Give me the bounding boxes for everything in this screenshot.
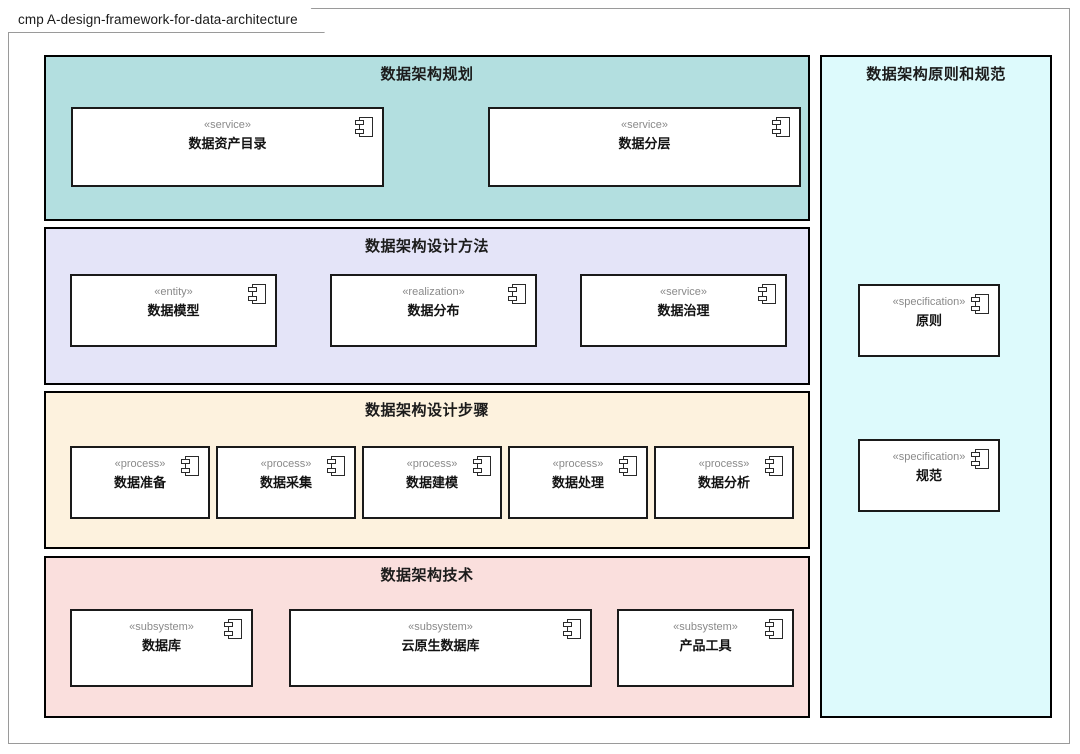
component-stereotype: «process» — [698, 458, 750, 470]
component-product-tools[interactable]: «subsystem» 产品工具 — [617, 609, 794, 687]
uml-component-icon — [619, 456, 637, 476]
uml-component-icon — [355, 117, 373, 137]
component-data-processing[interactable]: «process» 数据处理 — [508, 446, 648, 519]
component-data-model[interactable]: «entity» 数据模型 — [70, 274, 277, 347]
component-name: 规范 — [915, 468, 942, 483]
group-design-steps[interactable]: 数据架构设计步骤 «process» 数据准备 «process» 数据采集 «… — [44, 391, 810, 549]
component-stereotype: «process» — [260, 458, 312, 470]
uml-component-icon — [224, 619, 242, 639]
component-name: 数据准备 — [113, 475, 166, 490]
component-stereotype: «specification» — [892, 296, 966, 308]
component-name: 数据治理 — [657, 303, 710, 318]
component-data-governance[interactable]: «service» 数据治理 — [580, 274, 787, 347]
uml-component-icon — [971, 294, 989, 314]
group-planning[interactable]: 数据架构规划 «service» 数据资产目录 «service» 数据分层 — [44, 55, 810, 221]
component-name: 数据处理 — [551, 475, 604, 490]
component-name: 数据分布 — [407, 303, 460, 318]
component-stereotype: «service» — [659, 286, 708, 298]
component-stereotype: «entity» — [154, 286, 193, 298]
component-data-collection[interactable]: «process» 数据采集 — [216, 446, 356, 519]
component-data-distribution[interactable]: «realization» 数据分布 — [330, 274, 537, 347]
component-principles[interactable]: «specification» 原则 — [858, 284, 1000, 357]
group-technology[interactable]: 数据架构技术 «subsystem» 数据库 «subsystem» 云原生数据… — [44, 556, 810, 718]
group-principles-and-standards[interactable]: 数据架构原则和规范 «specification» 原则 «specificat… — [820, 55, 1052, 718]
component-standards[interactable]: «specification» 规范 — [858, 439, 1000, 512]
component-stereotype: «service» — [203, 119, 252, 131]
uml-component-icon — [765, 456, 783, 476]
uml-component-icon — [248, 284, 266, 304]
diagram-title-tab: cmp A-design-framework-for-data-architec… — [8, 8, 325, 33]
component-stereotype: «process» — [552, 458, 604, 470]
component-name: 数据模型 — [147, 303, 200, 318]
component-name: 数据资产目录 — [188, 136, 267, 151]
group-design-steps-title: 数据架构设计步骤 — [364, 402, 489, 419]
component-stereotype: «subsystem» — [129, 621, 194, 633]
component-data-asset-catalog[interactable]: «service» 数据资产目录 — [71, 107, 384, 187]
component-name: 数据分层 — [618, 136, 671, 151]
component-name: 原则 — [915, 313, 942, 328]
component-name: 数据库 — [141, 638, 181, 653]
group-principles-and-standards-title: 数据架构原则和规范 — [866, 66, 1006, 83]
uml-component-icon — [772, 117, 790, 137]
uml-component-icon — [181, 456, 199, 476]
component-data-preparation[interactable]: «process» 数据准备 — [70, 446, 210, 519]
group-technology-title: 数据架构技术 — [380, 567, 474, 584]
component-name: 数据建模 — [405, 475, 458, 490]
component-name: 数据采集 — [259, 475, 312, 490]
group-design-method[interactable]: 数据架构设计方法 «entity» 数据模型 «realization» 数据分… — [44, 227, 810, 385]
group-planning-title: 数据架构规划 — [380, 66, 474, 83]
component-stereotype: «subsystem» — [673, 621, 738, 633]
uml-component-icon — [327, 456, 345, 476]
component-data-modeling[interactable]: «process» 数据建模 — [362, 446, 502, 519]
diagram-title-text: cmp A-design-framework-for-data-architec… — [18, 12, 298, 28]
group-design-method-title: 数据架构设计方法 — [364, 238, 489, 255]
component-data-layering[interactable]: «service» 数据分层 — [488, 107, 801, 187]
component-cloud-native-database[interactable]: «subsystem» 云原生数据库 — [289, 609, 592, 687]
uml-component-icon — [765, 619, 783, 639]
component-data-analysis[interactable]: «process» 数据分析 — [654, 446, 794, 519]
component-stereotype: «process» — [114, 458, 166, 470]
component-stereotype: «specification» — [892, 451, 966, 463]
component-name: 产品工具 — [679, 638, 732, 653]
component-stereotype: «realization» — [402, 286, 465, 298]
uml-component-icon — [758, 284, 776, 304]
component-name: 云原生数据库 — [401, 638, 480, 653]
uml-component-icon — [563, 619, 581, 639]
component-stereotype: «process» — [406, 458, 458, 470]
uml-component-icon — [971, 449, 989, 469]
component-stereotype: «service» — [620, 119, 669, 131]
uml-component-icon — [508, 284, 526, 304]
component-database[interactable]: «subsystem» 数据库 — [70, 609, 253, 687]
uml-component-icon — [473, 456, 491, 476]
component-name: 数据分析 — [697, 475, 750, 490]
component-stereotype: «subsystem» — [408, 621, 473, 633]
